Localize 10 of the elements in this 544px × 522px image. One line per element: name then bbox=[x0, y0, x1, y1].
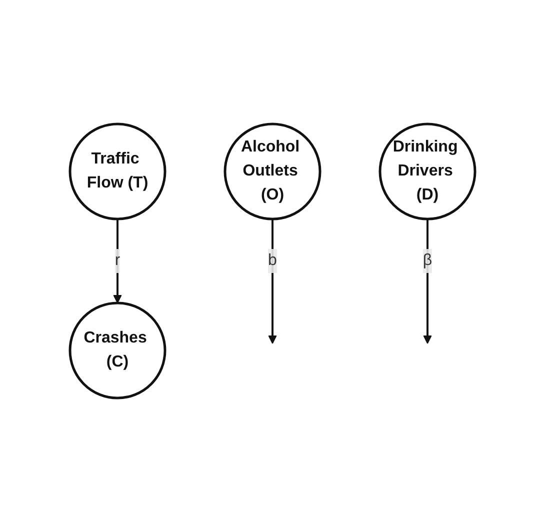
arrow bbox=[422, 219, 432, 344]
node-circle: Alcohol Outlets (O) bbox=[223, 122, 321, 220]
arrow bbox=[268, 219, 276, 344]
edge-label: β bbox=[422, 252, 432, 269]
node-circle: Crashes (C) bbox=[68, 302, 166, 400]
edge-label: r bbox=[114, 252, 120, 269]
node-circle: Traffic Flow (T) bbox=[68, 122, 166, 220]
node-circle: Drinking Drivers (D) bbox=[378, 122, 476, 220]
edge-label: b bbox=[268, 252, 276, 269]
arrow bbox=[112, 219, 122, 304]
